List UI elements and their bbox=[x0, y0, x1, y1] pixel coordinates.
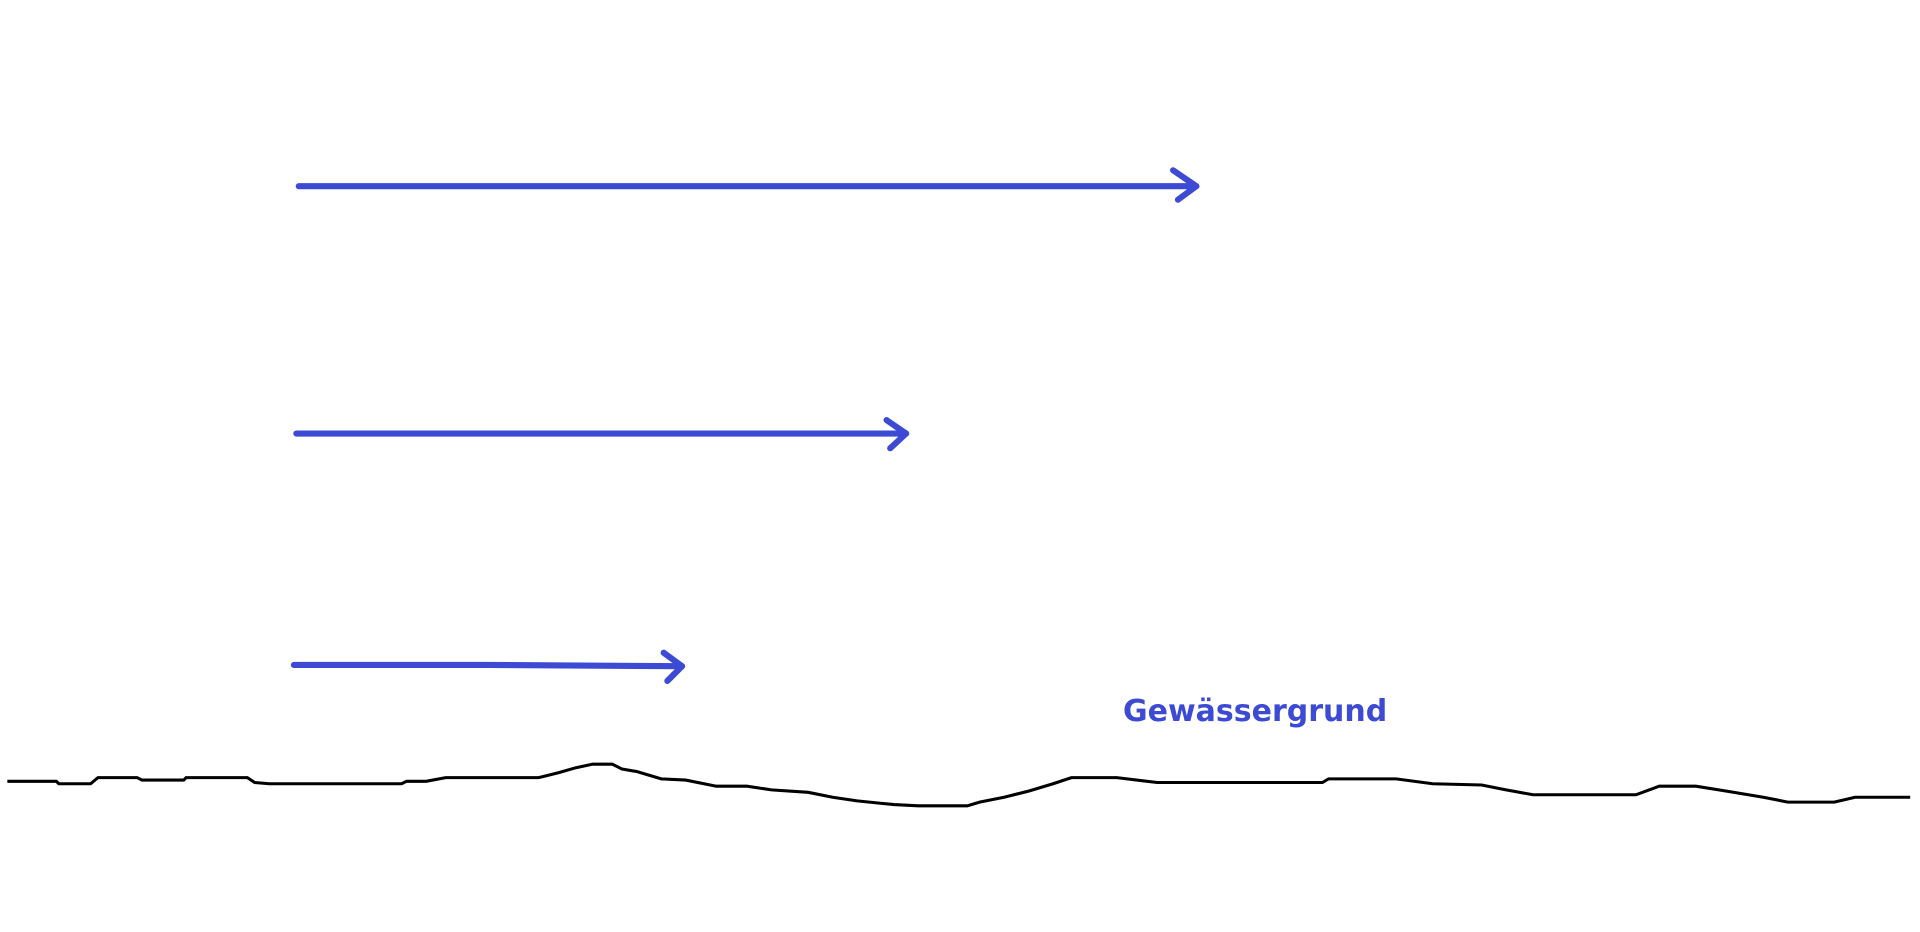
flow-arrow-bottom bbox=[290, 649, 686, 684]
riverbed-line bbox=[7, 762, 1911, 808]
flow-arrow-top bbox=[295, 167, 1200, 203]
flow-arrow-middle bbox=[293, 417, 910, 452]
riverbed-label: Gewässergrund bbox=[1123, 694, 1388, 729]
